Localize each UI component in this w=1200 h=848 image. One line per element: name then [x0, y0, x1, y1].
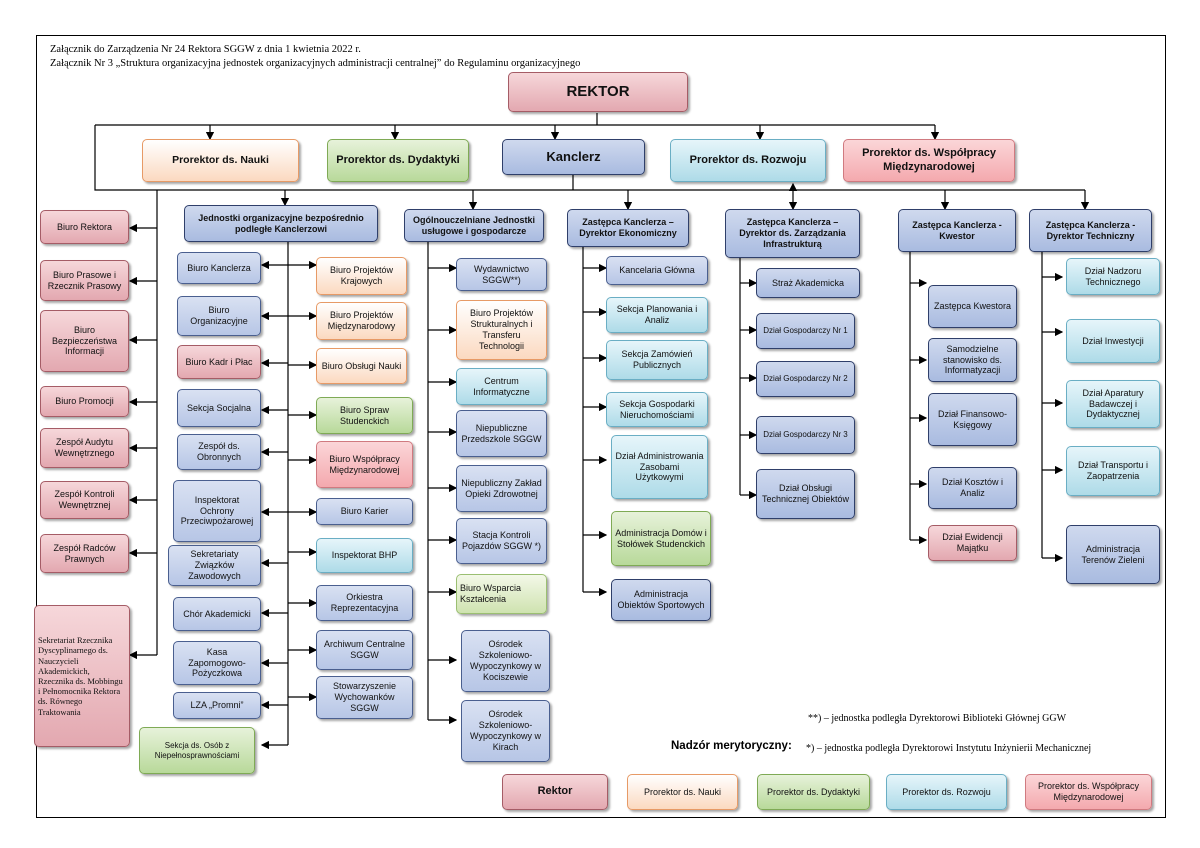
tech-unit: Administracja Terenów Zieleni: [1066, 525, 1160, 584]
kwestor-unit: Dział Finansowo-Księgowy: [928, 393, 1017, 446]
ekonom-unit: Kancelaria Główna: [606, 256, 708, 285]
ekonom-unit: Sekcja Planowania i Analiz: [606, 297, 708, 333]
kanclerz-unit: Stowarzyszenie Wychowanków SGGW: [316, 676, 413, 719]
ogolno-group-head: Ogólnouczelniane Jednostki usługowe i go…: [404, 209, 544, 242]
legend-prorektor-wspolpracy: Prorektor ds. Współpracy Międzynarodowej: [1025, 774, 1152, 810]
note-library: **) – jednostka podległa Dyrektorowi Bib…: [808, 713, 1067, 724]
kanclerz-unit: Biuro Obsługi Nauki: [316, 348, 407, 384]
ekonom-unit: Administracja Domów i Stołówek Studencki…: [611, 511, 711, 566]
kanclerz-unit: Inspektorat BHP: [316, 538, 413, 573]
header-line-1: Załącznik do Zarządzenia Nr 24 Rektora S…: [50, 44, 361, 55]
kanclerz-unit: Sekretariaty Związków Zawodowych: [168, 545, 261, 586]
legend-rektor: Rektor: [502, 774, 608, 810]
kanclerz-unit: Orkiestra Reprezentacyjna: [316, 585, 413, 621]
infra-unit: Dział Obsługi Technicznej Obiektów: [756, 469, 855, 519]
ekonom-unit: Sekcja Gospodarki Nieruchomościami: [606, 392, 708, 427]
prorektor-rozwoju-box: Prorektor ds. Rozwoju: [670, 139, 826, 182]
prorektor-dydaktyki-box: Prorektor ds. Dydaktyki: [327, 139, 469, 182]
kwestor-unit: Samodzielne stanowisko ds. Informatyzacj…: [928, 338, 1017, 382]
infra-unit: Dział Gospodarczy Nr 2: [756, 361, 855, 397]
ekonom-unit: Dział Administrowania Zasobami Użytkowym…: [611, 435, 708, 499]
kwestor-unit: Zastępca Kwestora: [928, 285, 1017, 328]
ekonom-unit: Administracja Obiektów Sportowych: [611, 579, 711, 621]
kanclerz-unit: Zespół ds. Obronnych: [177, 434, 261, 470]
kanclerz-unit: Archiwum Centralne SGGW: [316, 630, 413, 670]
infra-unit: Straż Akademicka: [756, 268, 860, 298]
rektor-unit: Biuro Rektora: [40, 210, 129, 244]
ogolno-unit: Centrum Informatyczne: [456, 368, 547, 405]
kwestor-unit: Dział Ewidencji Majątku: [928, 525, 1017, 561]
tech-unit: Dział Nadzoru Technicznego: [1066, 258, 1160, 295]
ogolno-unit: Ośrodek Szkoleniowo-Wypoczynkowy w Kirac…: [461, 700, 550, 762]
rektor-unit: Biuro Prasowe i Rzecznik Prasowy: [40, 260, 129, 301]
rektor-unit: Zespół Radców Prawnych: [40, 534, 129, 573]
note-label: Nadzór merytoryczny:: [671, 740, 792, 752]
kanclerz-unit: Biuro Projektów Międzynarodowy: [316, 302, 407, 340]
kanclerz-unit: Biuro Kanclerza: [177, 252, 261, 284]
kwestor-unit: Dział Kosztów i Analiz: [928, 467, 1017, 509]
kanclerz-unit: Sekcja Socjalna: [177, 389, 261, 427]
infra-unit: Dział Gospodarczy Nr 3: [756, 416, 855, 454]
kanclerz-unit: Kasa Zapomogowo-Pożyczkowa: [173, 641, 261, 685]
kanclerz-unit: Biuro Kadr i Płac: [177, 345, 261, 379]
ogolno-unit: Niepubliczny Zakład Opieki Zdrowotnej: [456, 465, 547, 512]
page-frame: [36, 35, 1166, 818]
ogolno-unit: Biuro Wsparcia Kształcenia: [456, 574, 547, 614]
rektor-unit: Zespół Kontroli Wewnętrznej: [40, 481, 129, 519]
ogolno-unit: Biuro Projektów Strukturalnych i Transfe…: [456, 300, 547, 360]
rektor-unit: Biuro Promocji: [40, 386, 129, 417]
kanclerz-unit: Biuro Karier: [316, 498, 413, 525]
rektor-box: REKTOR: [508, 72, 688, 112]
legend-prorektor-rozwoju: Prorektor ds. Rozwoju: [886, 774, 1007, 810]
rektor-unit-sekretariat: Sekretariat Rzecznika Dyscyplinarnego ds…: [34, 605, 130, 747]
legend-prorektor-dydaktyki: Prorektor ds. Dydaktyki: [757, 774, 870, 810]
legend-prorektor-nauki: Prorektor ds. Nauki: [627, 774, 738, 810]
tech-unit: Dział Transportu i Zaopatrzenia: [1066, 446, 1160, 496]
tech-unit: Dział Inwestycji: [1066, 319, 1160, 363]
kanclerz-unit: Chór Akademicki: [173, 597, 261, 631]
ogolno-unit: Stacja Kontroli Pojazdów SGGW *): [456, 518, 547, 564]
kwestor-group-head: Zastępca Kanclerza - Kwestor: [898, 209, 1016, 252]
rektor-unit: Zespół Audytu Wewnętrznego: [40, 428, 129, 468]
ogolno-unit: Niepubliczne Przedszkole SGGW: [456, 410, 547, 457]
prorektor-wspolpracy-box: Prorektor ds. Współpracy Międzynarodowej: [843, 139, 1015, 182]
ekonom-group-head: Zastępca Kanclerza – Dyrektor Ekonomiczn…: [567, 209, 689, 247]
kanclerz-unit: Inspektorat Ochrony Przeciwpożarowej: [173, 480, 261, 542]
ekonom-unit: Sekcja Zamówień Publicznych: [606, 340, 708, 380]
kanclerz-unit: Biuro Współpracy Międzynarodowej: [316, 441, 413, 488]
kanclerz-unit: LZA „Promni”: [173, 692, 261, 719]
kanclerz-unit: Biuro Projektów Krajowych: [316, 257, 407, 295]
kanclerz-group-head: Jednostki organizacyjne bezpośrednio pod…: [184, 205, 378, 242]
kanclerz-box: Kanclerz: [502, 139, 645, 175]
ogolno-unit: Ośrodek Szkoleniowo-Wypoczynkowy w Kocis…: [461, 630, 550, 692]
header-line-2: Załącznik Nr 3 „Struktura organizacyjna …: [50, 58, 581, 69]
prorektor-nauki-box: Prorektor ds. Nauki: [142, 139, 299, 182]
tech-unit: Dział Aparatury Badawczej i Dydaktycznej: [1066, 380, 1160, 428]
kanclerz-unit: Biuro Organizacyjne: [177, 296, 261, 336]
rektor-unit: Biuro Bezpieczeństwa Informacji: [40, 310, 129, 372]
infra-unit: Dział Gospodarczy Nr 1: [756, 313, 855, 349]
infra-group-head: Zastępca Kanclerza – Dyrektor ds. Zarząd…: [725, 209, 860, 258]
tech-group-head: Zastępca Kanclerza - Dyrektor Techniczny: [1029, 209, 1152, 252]
kanclerz-unit: Biuro Spraw Studenckich: [316, 397, 413, 434]
ogolno-unit: Wydawnictwo SGGW**): [456, 258, 547, 291]
note-institute: *) – jednostka podległa Dyrektorowi Inst…: [806, 743, 1092, 754]
kanclerz-unit-niepelnosprawni: Sekcja ds. Osób z Niepełnosprawnościami: [139, 727, 255, 774]
